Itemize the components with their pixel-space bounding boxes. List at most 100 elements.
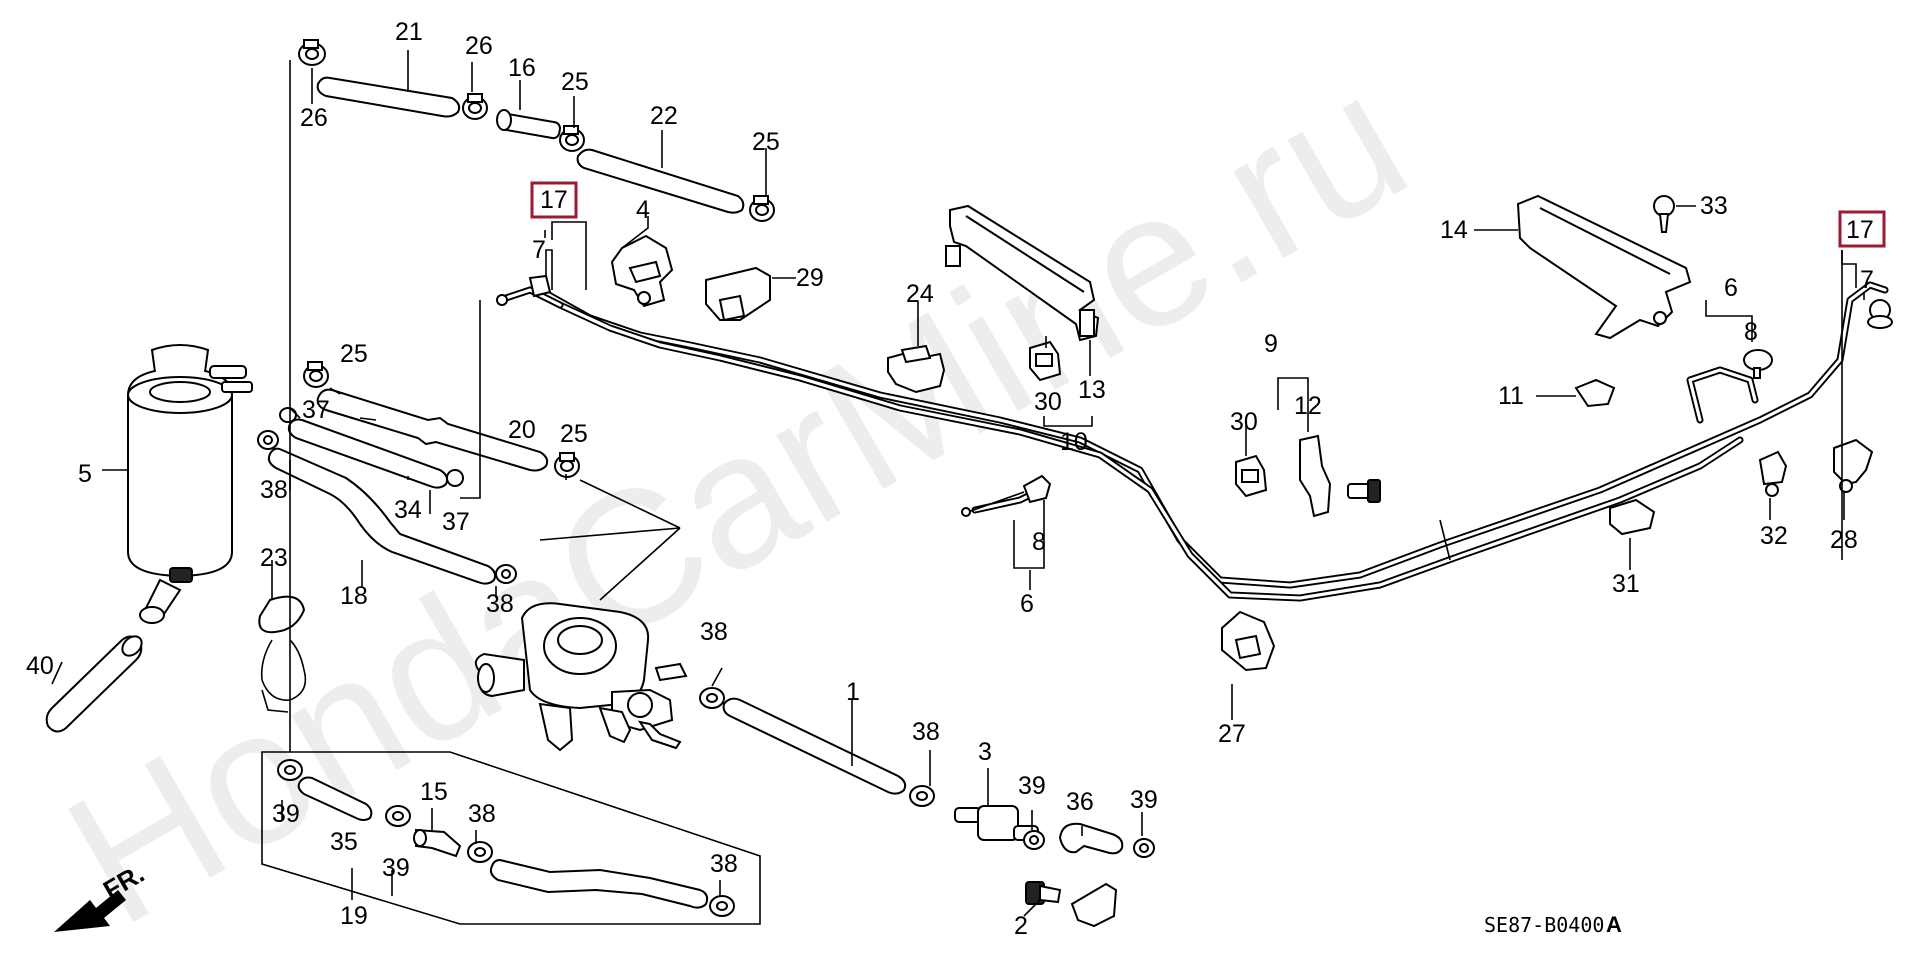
clamp-39-bl-2 [385, 805, 411, 827]
connector-15 [413, 828, 462, 858]
label-17-right: 17 [1846, 216, 1874, 244]
sensor-8-left [961, 474, 1052, 517]
watermark-text: HondaCarMine.ru [35, 32, 1440, 959]
clip-4 [610, 234, 674, 308]
label-16: 16 [508, 54, 536, 82]
label-12: 12 [1294, 392, 1322, 420]
label-26-top: 26 [465, 32, 493, 60]
clamp-26-top [298, 39, 326, 66]
label-20: 20 [508, 416, 536, 444]
label-15: 15 [420, 778, 448, 806]
charcoal-canister [127, 344, 253, 624]
hose-22 [576, 148, 745, 214]
label-21: 21 [395, 18, 423, 46]
label-22: 22 [650, 102, 678, 130]
hose-21 [316, 76, 461, 118]
clamp-38-hose1-right [909, 785, 935, 807]
clamp-25-mid-right [554, 452, 580, 478]
clamp-39-bl-1 [277, 759, 303, 781]
bracket-13 [945, 204, 1100, 342]
label-2: 2 [1014, 912, 1028, 940]
sensor-7-right [1867, 299, 1893, 329]
label-9: 9 [1264, 330, 1278, 358]
part-17-highlight-left [530, 181, 578, 219]
part-17-highlight-right [1838, 210, 1886, 248]
bracket-12 [1299, 434, 1332, 518]
clamp-38-mid [495, 564, 517, 584]
sensor-8-right [1743, 349, 1773, 379]
label-8-right: 8 [1744, 318, 1758, 346]
label-38-bl-end: 38 [710, 850, 738, 878]
hose-18 [267, 447, 497, 585]
label-25-right: 25 [752, 128, 780, 156]
bracket-29 [705, 266, 771, 322]
bolt-9 [1347, 479, 1381, 503]
clamp-38-bl [467, 841, 493, 863]
throttle-body [474, 602, 688, 752]
fuel-pipe-assembly [496, 281, 1889, 602]
label-33: 33 [1700, 192, 1728, 220]
hose-36 [1058, 822, 1124, 855]
sensor-7-left [496, 274, 552, 306]
label-26-left: 26 [300, 104, 328, 132]
bracket-14 [1516, 194, 1692, 340]
label-37-left: 37 [302, 396, 330, 424]
connector-16 [496, 109, 561, 140]
label-31: 31 [1612, 570, 1640, 598]
label-35: 35 [330, 828, 358, 856]
label-8-left: 8 [1032, 528, 1046, 556]
label-3: 3 [978, 738, 992, 766]
clamp-37-left [279, 407, 297, 423]
hose-1 [722, 697, 907, 795]
diagram-code: SE87-B0400 [1484, 913, 1604, 937]
throttle-leaders [539, 527, 681, 601]
clamp-37-mid [446, 469, 464, 487]
clamp-38-bl-end [709, 895, 735, 917]
clamp-38-hose1-left [699, 687, 725, 709]
clamp-39-valve [1023, 830, 1045, 850]
clamp-38-left [257, 430, 279, 450]
throttle-leader-3 [579, 479, 681, 529]
label-5: 5 [78, 460, 92, 488]
label-17-left: 17 [540, 186, 568, 214]
label-7-left: 7 [532, 236, 546, 264]
group-19-outline [261, 751, 761, 925]
label-30-right: 30 [1230, 408, 1258, 436]
clip-28 [1833, 438, 1874, 493]
clip-27 [1221, 610, 1276, 672]
label-39-bl-1: 39 [272, 800, 300, 828]
label-39-valve: 39 [1018, 772, 1046, 800]
label-38-throttle: 38 [700, 618, 728, 646]
label-39-bl-2: 39 [382, 854, 410, 882]
corrugated-hose-19 [489, 858, 709, 909]
clip-24 [887, 344, 946, 394]
label-24: 24 [906, 280, 934, 308]
label-38-hose1: 38 [912, 718, 940, 746]
diagram-code-suffix: A [1606, 912, 1622, 937]
label-32: 32 [1760, 522, 1788, 550]
label-25-top: 25 [561, 68, 589, 96]
label-6-left: 6 [1020, 590, 1034, 618]
clip-11 [1574, 378, 1616, 408]
label-30-left: 30 [1034, 388, 1062, 416]
label-40: 40 [26, 652, 54, 680]
label-28: 28 [1830, 526, 1858, 554]
clip-30-left [1029, 340, 1062, 382]
label-36: 36 [1066, 788, 1094, 816]
label-34: 34 [394, 496, 422, 524]
clamp-25-mid-left [303, 361, 329, 388]
label-6-right: 6 [1724, 274, 1738, 302]
label-27: 27 [1218, 720, 1246, 748]
hose-clip-23 [258, 595, 307, 713]
label-18: 18 [340, 582, 368, 610]
label-38-left: 38 [260, 476, 288, 504]
hose-20 [316, 388, 549, 472]
leader-lines [51, 50, 1865, 917]
clamp-39-hose36 [1133, 838, 1155, 858]
clip-31 [1609, 498, 1656, 536]
clamp-25-right [749, 195, 775, 222]
hose-35 [297, 776, 373, 821]
label-11: 11 [1498, 382, 1524, 410]
label-38-mid: 38 [486, 590, 514, 618]
